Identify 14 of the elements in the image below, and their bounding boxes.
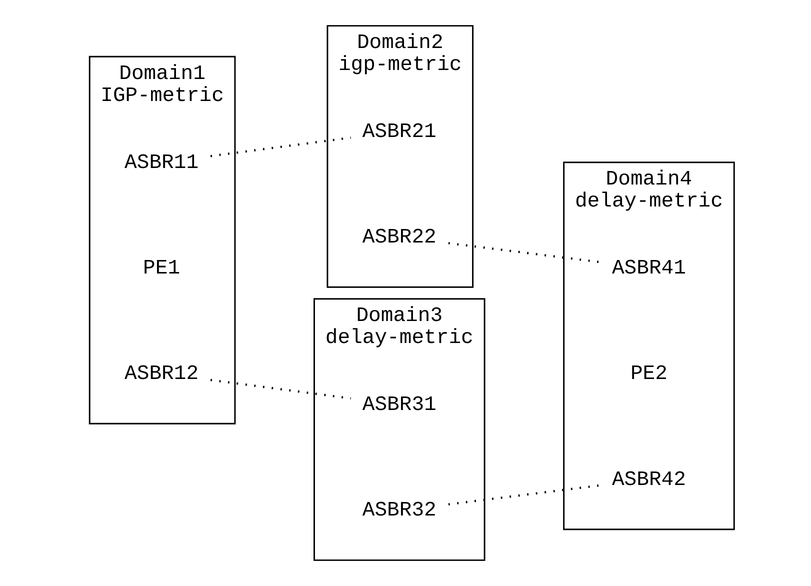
connector [210, 378, 350, 400]
connector [448, 242, 600, 264]
node-text: PE1 [142, 257, 180, 280]
node-text: PE2 [630, 363, 667, 386]
node-text: ASBR22 [362, 226, 436, 250]
connector [210, 136, 350, 158]
node-text: ASBR31 [362, 394, 436, 418]
node-text: ASBR42 [611, 468, 686, 492]
node-text: ASBR11 [124, 152, 198, 175]
connector [448, 484, 600, 506]
node-text: ASBR21 [362, 120, 436, 144]
node-text: ASBR41 [611, 257, 686, 280]
node-text: ASBR12 [124, 363, 198, 386]
node-text: ASBR32 [362, 500, 436, 523]
